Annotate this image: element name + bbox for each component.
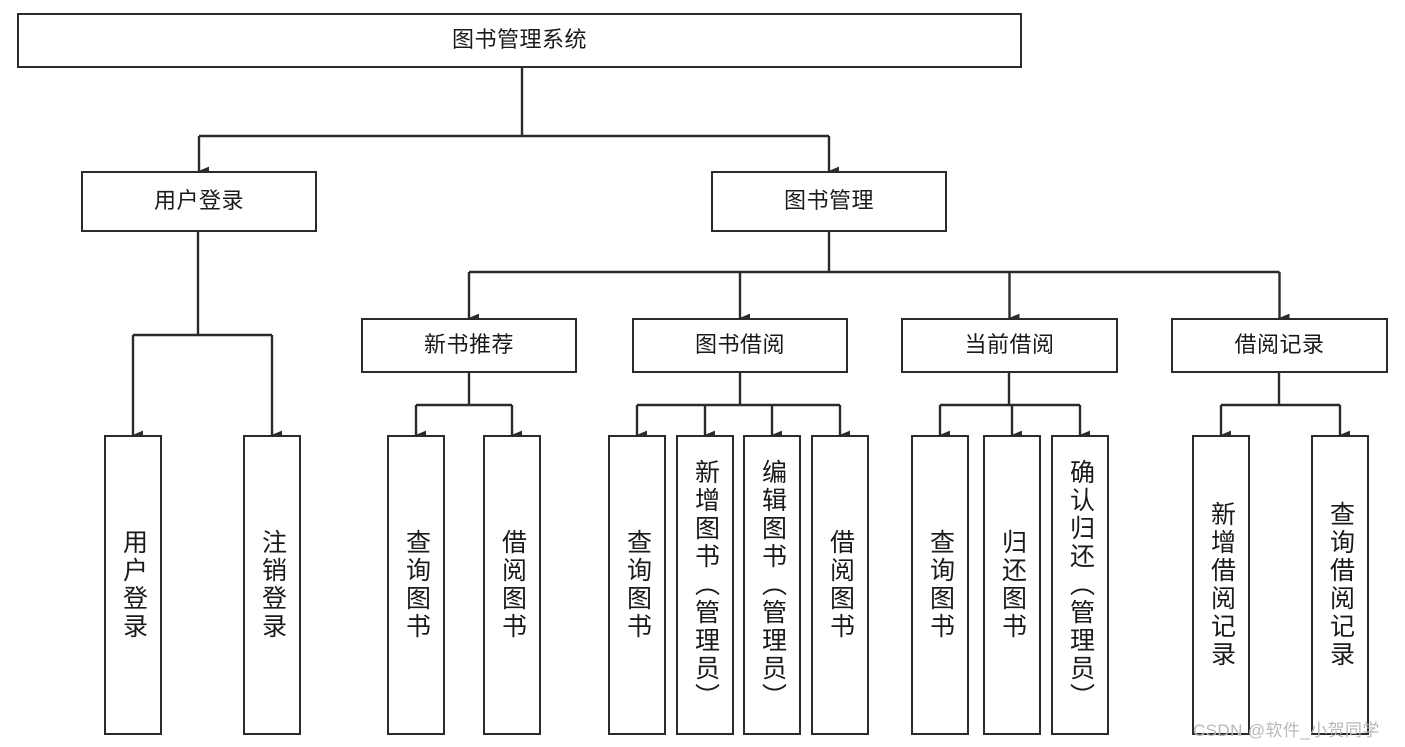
node-label: 确认归还（管理员） [1066,459,1095,711]
node-label: 注销登录 [258,529,287,641]
node-leaf-user-login[interactable]: 用户登录 [104,435,162,735]
node-label: 新增图书（管理员） [691,459,720,711]
node-leaf-query-record[interactable]: 查询借阅记录 [1311,435,1369,735]
node-book-borrow[interactable]: 图书借阅 [632,318,848,373]
node-label: 当前借阅 [964,332,1055,358]
node-borrow-record[interactable]: 借阅记录 [1171,318,1388,373]
node-label: 借阅记录 [1234,332,1325,358]
node-label: 编辑图书（管理员） [758,459,787,711]
node-leaf-query-book-1[interactable]: 查询图书 [387,435,445,735]
node-label: 归还图书 [998,529,1027,641]
node-label: 查询图书 [623,529,652,641]
node-label: 图书管理系统 [451,27,587,53]
node-label: 新书推荐 [423,332,514,358]
node-label: 新增借阅记录 [1207,501,1236,669]
node-label: 用户登录 [119,529,148,641]
node-label: 图书管理 [783,188,874,214]
node-leaf-add-book[interactable]: 新增图书（管理员） [676,435,734,735]
node-user-login[interactable]: 用户登录 [81,171,317,232]
node-root[interactable]: 图书管理系统 [17,13,1022,68]
node-leaf-query-book-3[interactable]: 查询图书 [911,435,969,735]
node-leaf-query-book-2[interactable]: 查询图书 [608,435,666,735]
node-label: 借阅图书 [826,529,855,641]
node-label: 借阅图书 [498,529,527,641]
node-label: 查询图书 [926,529,955,641]
node-label: 图书借阅 [694,332,785,358]
node-current-borrow[interactable]: 当前借阅 [901,318,1118,373]
node-label: 用户登录 [153,188,244,214]
node-leaf-add-record[interactable]: 新增借阅记录 [1192,435,1250,735]
node-leaf-confirm-return[interactable]: 确认归还（管理员） [1051,435,1109,735]
node-leaf-borrow-book-2[interactable]: 借阅图书 [811,435,869,735]
node-leaf-return-book[interactable]: 归还图书 [983,435,1041,735]
node-label: 查询借阅记录 [1326,501,1355,669]
node-label: 查询图书 [402,529,431,641]
node-leaf-edit-book[interactable]: 编辑图书（管理员） [743,435,801,735]
node-new-book-rec[interactable]: 新书推荐 [361,318,577,373]
node-book-manage[interactable]: 图书管理 [711,171,947,232]
node-leaf-user-logout[interactable]: 注销登录 [243,435,301,735]
node-leaf-borrow-book-1[interactable]: 借阅图书 [483,435,541,735]
